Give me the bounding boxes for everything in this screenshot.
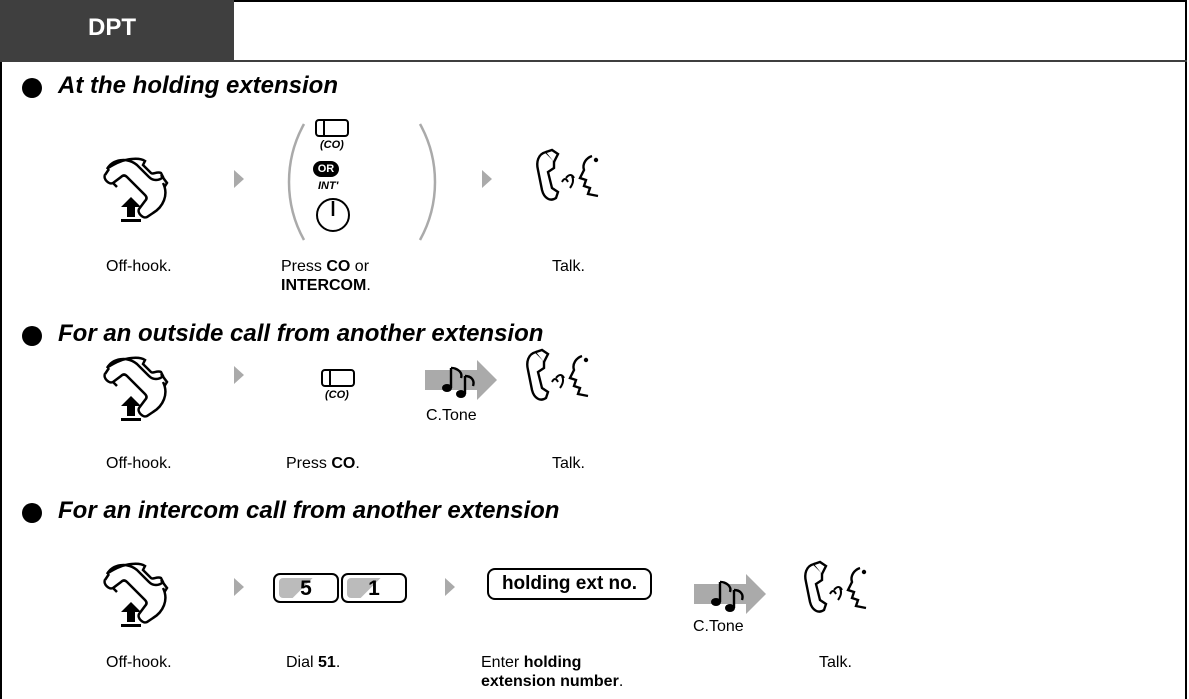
next-step-arrow-icon — [482, 170, 492, 188]
talking-person-icon — [536, 148, 600, 201]
co-label: (CO) — [325, 389, 349, 401]
tone-label: C.Tone — [426, 407, 477, 424]
tab-label: DPT — [88, 14, 136, 41]
dial-key-1: 1 — [341, 573, 407, 603]
or-badge: OR — [313, 161, 339, 177]
options-bracket — [287, 123, 437, 241]
caption-dial-51: Dial 51. — [286, 654, 341, 671]
next-step-arrow-icon — [234, 366, 244, 384]
caption-talk: Talk. — [819, 654, 852, 671]
caption-enter-holding-ext: Enter holding extension number. — [481, 654, 624, 690]
next-step-arrow-icon — [234, 578, 244, 596]
offhook-handset-icon — [103, 356, 169, 423]
section-heading-intercom-call: For an intercom call from another extens… — [58, 497, 560, 524]
talking-person-icon — [804, 560, 868, 613]
talking-person-icon — [526, 348, 590, 401]
header-rule — [0, 60, 1187, 62]
caption-press-co: Press CO. — [286, 455, 360, 472]
confirmation-tone-icon — [694, 574, 768, 616]
co-button-icon — [315, 119, 349, 137]
caption-talk: Talk. — [552, 455, 585, 472]
holding-ext-no-key: holding ext no. — [487, 568, 652, 600]
bullet-icon — [22, 326, 42, 346]
confirmation-tone-icon — [425, 360, 499, 402]
dpt-tab: DPT — [0, 0, 234, 60]
next-step-arrow-icon — [234, 170, 244, 188]
intercom-label: INT' — [318, 180, 339, 192]
co-button-icon — [321, 369, 355, 387]
tone-label: C.Tone — [693, 618, 744, 635]
co-label: (CO) — [320, 139, 344, 151]
caption-offhook: Off-hook. — [106, 654, 172, 671]
caption-offhook: Off-hook. — [106, 258, 172, 275]
offhook-handset-icon — [103, 157, 169, 224]
caption-press-co-intercom: Press CO or INTERCOM. — [281, 258, 371, 294]
offhook-handset-icon — [103, 562, 169, 629]
next-step-arrow-icon — [445, 578, 455, 596]
section-heading-outside-call: For an outside call from another extensi… — [58, 320, 544, 347]
caption-talk: Talk. — [552, 258, 585, 275]
intercom-button-icon — [316, 198, 350, 232]
bullet-icon — [22, 78, 42, 98]
caption-offhook: Off-hook. — [106, 455, 172, 472]
section-heading-holding-extension: At the holding extension — [58, 72, 338, 99]
bullet-icon — [22, 503, 42, 523]
dial-key-5: 5 — [273, 573, 339, 603]
